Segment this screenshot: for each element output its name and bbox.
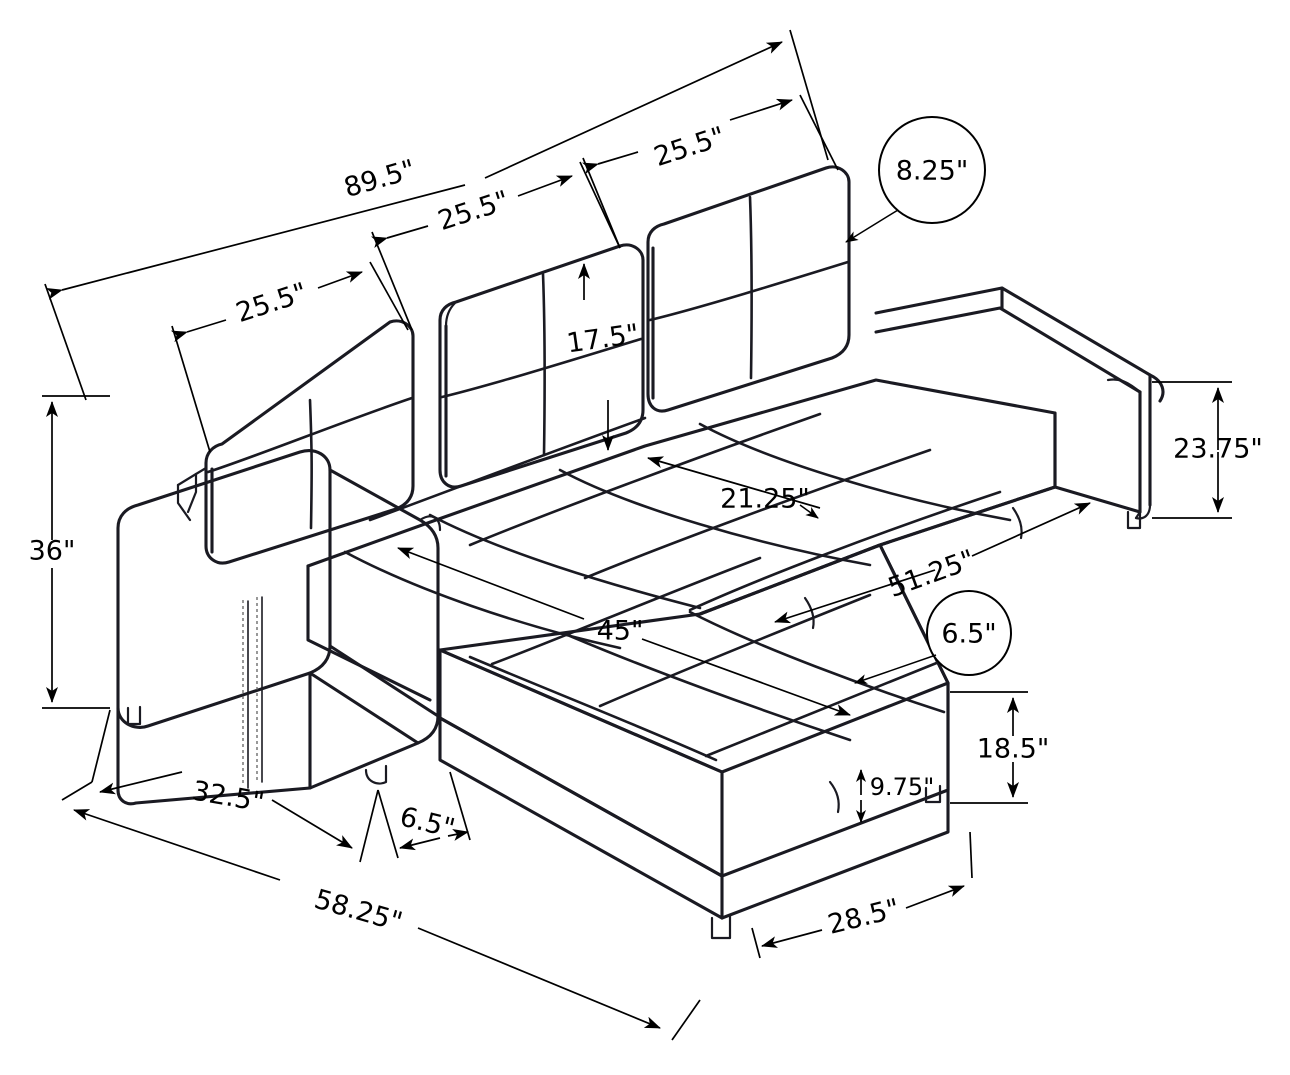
dimension-chaise-height: 18.5" bbox=[950, 691, 1050, 804]
dimension-seat-width: 51.25" bbox=[774, 502, 1091, 624]
back-cushion-left bbox=[176, 319, 415, 565]
dimension-back-cushion-1: 25.5" bbox=[170, 261, 409, 453]
sofa-frame-right bbox=[874, 286, 1165, 530]
sofa-illustration bbox=[116, 165, 1165, 940]
dimension-overall-height: 36" bbox=[29, 395, 110, 709]
dimension-annotations: 89.5" 25.5" 25.5" 25.5" bbox=[29, 29, 1263, 1041]
dimension-label-overall-depth: 58.25" bbox=[311, 884, 406, 939]
dimension-label-arm-thickness: 6.5" bbox=[397, 801, 458, 844]
dimension-label-chaise-height: 18.5" bbox=[977, 734, 1050, 765]
dimension-chaise-seat-thickness: 6.5" bbox=[854, 590, 1012, 684]
left-arm bbox=[116, 449, 442, 806]
dimension-label-chaise-seat-thickness: 6.5" bbox=[941, 619, 996, 650]
base-rails bbox=[698, 485, 1142, 792]
dimension-arm-height-right: 23.75" bbox=[1152, 381, 1263, 519]
callout-bubble-8-25 bbox=[878, 116, 986, 224]
dimension-base-clearance: 9.75" bbox=[856, 769, 934, 823]
dimension-label-back-cushion-1: 25.5" bbox=[232, 277, 311, 329]
dimension-overall-depth: 58.25" bbox=[61, 781, 701, 1041]
dimension-arm-length: 32.5" bbox=[91, 709, 379, 863]
dimension-label-seat-depth: 21.25" bbox=[720, 484, 810, 515]
dimension-back-cushion-thickness: 8.25" bbox=[845, 116, 986, 243]
dimension-seat-depth: 21.25" bbox=[647, 456, 821, 519]
back-cushion-right bbox=[646, 165, 851, 413]
dimension-back-cushion-height: 17.5" bbox=[565, 263, 641, 451]
seat-surface-main bbox=[306, 378, 1057, 702]
dimension-arm-thickness: 6.5" bbox=[377, 771, 471, 859]
chaise-section bbox=[438, 543, 950, 940]
dimension-label-arm-height-right: 23.75" bbox=[1173, 434, 1263, 465]
dimension-label-arm-length: 32.5" bbox=[190, 775, 267, 818]
dimension-back-cushion-3: 25.5" bbox=[581, 94, 839, 249]
dimension-label-back-cushion-thickness: 8.25" bbox=[896, 156, 969, 187]
dimension-label-chaise-width: 28.5" bbox=[825, 893, 903, 941]
dimension-back-cushion-2: 25.5" bbox=[370, 161, 621, 331]
dimension-chaise-length: 45" bbox=[397, 547, 851, 716]
dimension-label-overall-width: 89.5" bbox=[341, 154, 419, 204]
back-cushion-middle bbox=[438, 243, 645, 489]
dimension-label-back-cushion-height: 17.5" bbox=[565, 319, 641, 360]
dimension-label-base-clearance: 9.75" bbox=[870, 773, 934, 801]
dimension-label-overall-height: 36" bbox=[29, 536, 76, 567]
callout-bubble-6-5-chaise bbox=[926, 590, 1012, 676]
dimension-label-back-cushion-3: 25.5" bbox=[650, 121, 729, 173]
dimension-label-chaise-length: 45" bbox=[597, 616, 644, 647]
dimension-label-back-cushion-2: 25.5" bbox=[434, 185, 513, 237]
